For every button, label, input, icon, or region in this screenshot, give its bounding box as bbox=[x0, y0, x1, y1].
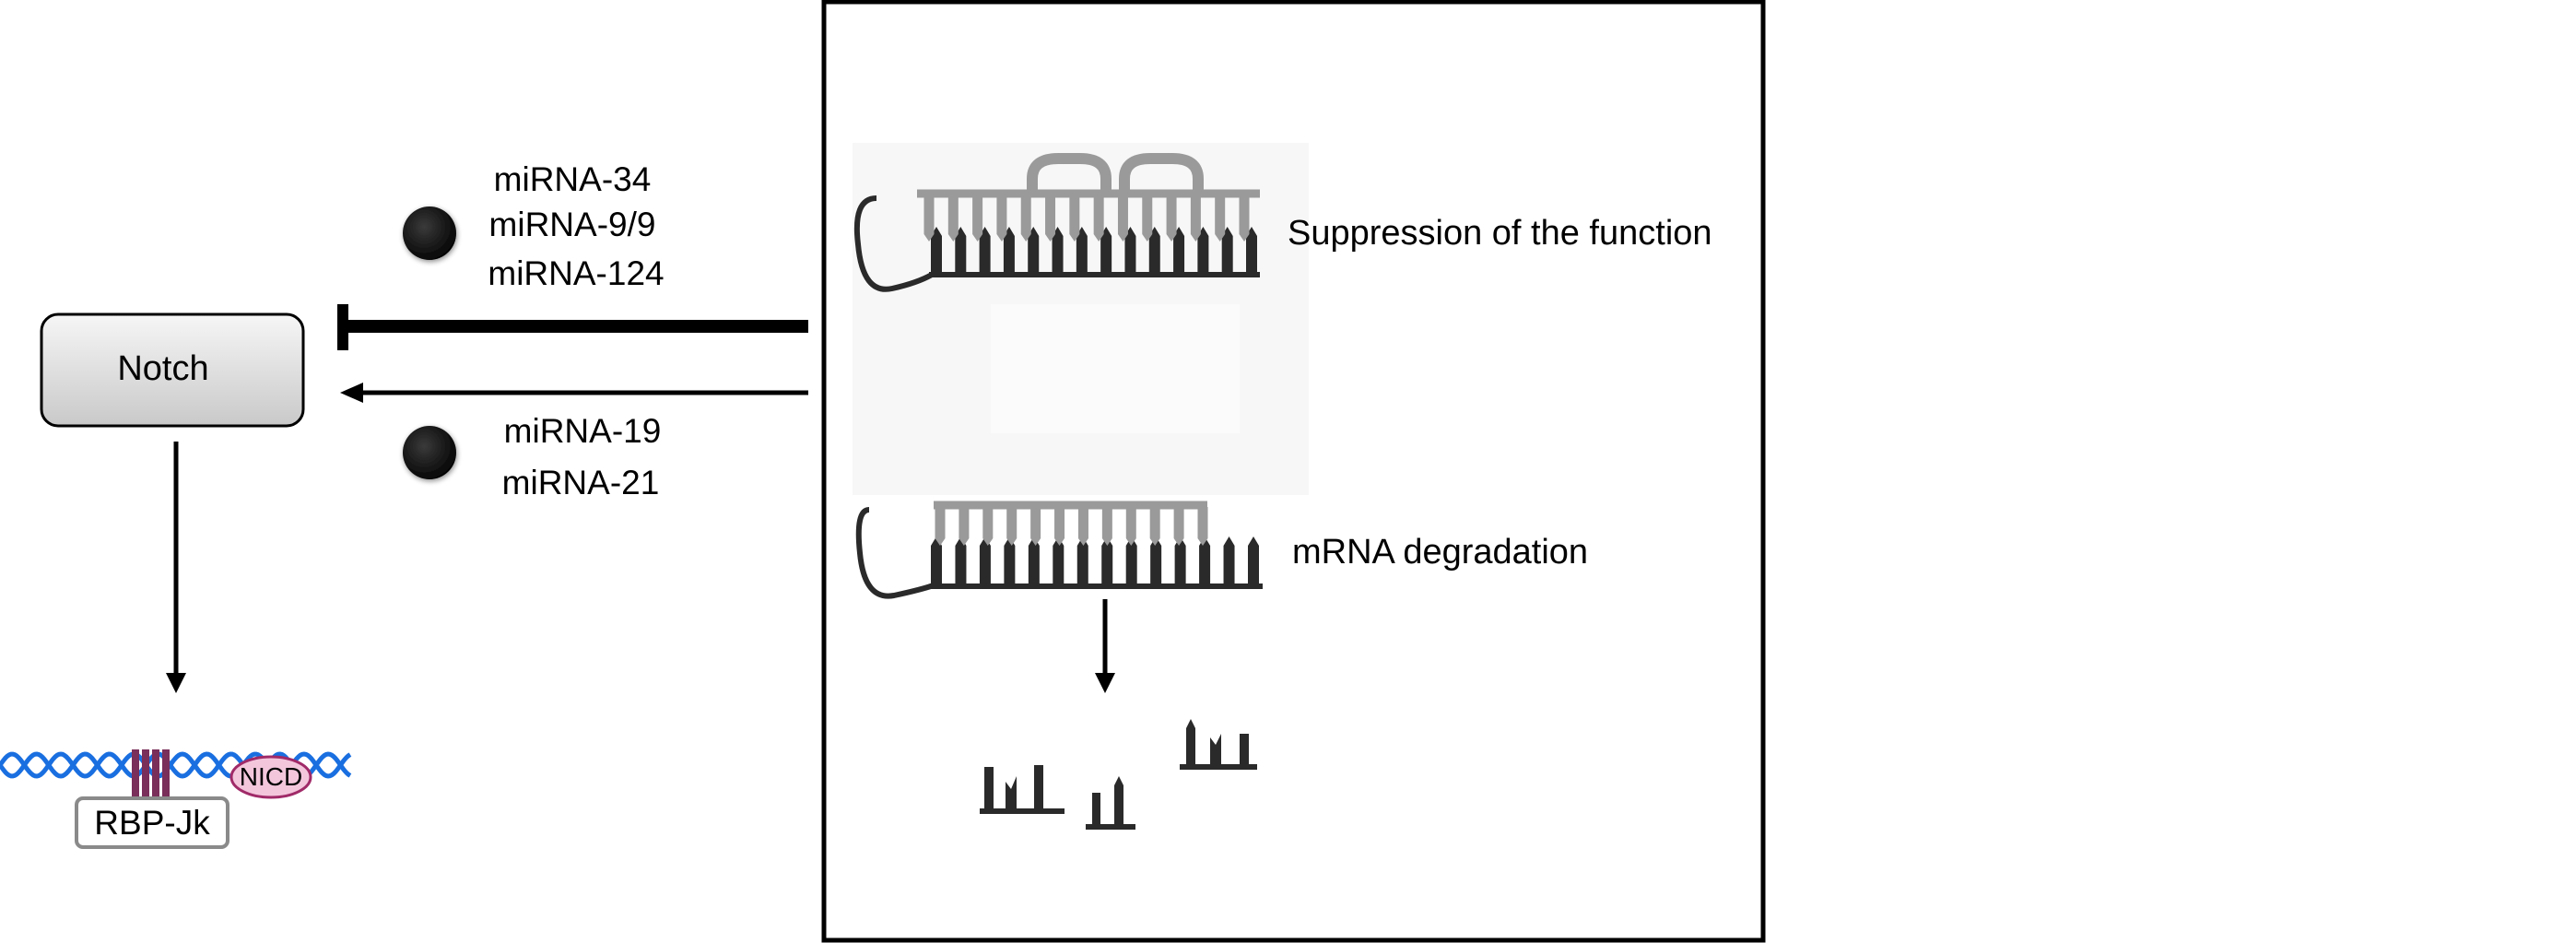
mrna-base bbox=[955, 536, 967, 586]
mirna-base bbox=[1006, 507, 1017, 546]
mirna-34-label: miRNA-34 bbox=[494, 160, 652, 198]
mrna-fragment-left bbox=[980, 765, 1065, 814]
mirna-base bbox=[1149, 507, 1160, 546]
degradation-diagram bbox=[855, 501, 1263, 599]
mrna-base bbox=[1076, 536, 1088, 586]
notch-box bbox=[40, 312, 305, 428]
mirna-base bbox=[1125, 507, 1136, 546]
mrna-base bbox=[1223, 536, 1235, 586]
mrna-base bbox=[1052, 227, 1064, 275]
mirna-19-label: miRNA-19 bbox=[504, 412, 662, 450]
mrna-base bbox=[1053, 536, 1065, 586]
mrna-base bbox=[1028, 227, 1040, 275]
mirna-base bbox=[996, 195, 1007, 242]
degradation-mrna-tail bbox=[855, 507, 935, 599]
mirna-base bbox=[1190, 195, 1201, 242]
degradation-mrna-bases bbox=[931, 536, 1259, 586]
mirna-base bbox=[1045, 195, 1056, 242]
degradation-label: mRNA degradation bbox=[1292, 533, 1588, 572]
mrna-base bbox=[931, 227, 942, 275]
degradation-mirna-bases bbox=[935, 507, 1208, 546]
mirna-base bbox=[1239, 195, 1250, 242]
mirna-base bbox=[1069, 195, 1080, 242]
mrna-base bbox=[1150, 536, 1162, 586]
mrna-base bbox=[1125, 536, 1137, 586]
activation-group: miRNA-19 miRNA-21 bbox=[340, 383, 808, 501]
inhibition-group: miRNA-34 miRNA-9/9 miRNA-124 bbox=[337, 160, 808, 350]
mirna-base bbox=[959, 507, 970, 546]
mirna-base bbox=[1093, 195, 1104, 242]
mirna-base bbox=[935, 507, 946, 546]
mirna-base bbox=[1117, 195, 1128, 242]
mirna-base bbox=[1077, 507, 1088, 546]
degradation-arrow bbox=[1095, 599, 1115, 693]
mrna-fragment-right bbox=[1180, 719, 1257, 770]
mrna-base bbox=[1003, 227, 1015, 275]
notch-node: Notch bbox=[40, 312, 305, 428]
mrna-base bbox=[955, 227, 967, 275]
mirna-base bbox=[947, 195, 959, 242]
suppression-bulge-left bbox=[1027, 153, 1112, 190]
mrna-base bbox=[1100, 227, 1112, 275]
notch-label: Notch bbox=[117, 349, 208, 388]
mirna-base bbox=[1020, 195, 1031, 242]
mirna-21-label: miRNA-21 bbox=[502, 464, 660, 501]
mrna-fragment-middle bbox=[1086, 776, 1135, 830]
mirna-9-label: miRNA-9/9 bbox=[489, 206, 656, 243]
mrna-base bbox=[979, 536, 991, 586]
suppression-label: Suppression of the function bbox=[1288, 214, 1712, 253]
mrna-base bbox=[1197, 227, 1209, 275]
notch-down-arrow bbox=[166, 442, 186, 693]
mrna-base bbox=[1076, 227, 1088, 275]
mirna-base bbox=[1215, 195, 1226, 242]
mirna-base bbox=[982, 507, 994, 546]
inhibition-dot bbox=[403, 206, 456, 260]
rbp-jk-box bbox=[75, 796, 229, 849]
mrna-base bbox=[979, 227, 991, 275]
mirna-base bbox=[1173, 507, 1184, 546]
mirna-base bbox=[1197, 507, 1208, 546]
mrna-base bbox=[1248, 536, 1259, 586]
mrna-base bbox=[1174, 536, 1186, 586]
mirna-base bbox=[1030, 507, 1041, 546]
mrna-base bbox=[1124, 227, 1136, 275]
mirna-base bbox=[972, 195, 983, 242]
mrna-base bbox=[1004, 536, 1016, 586]
mirna-base bbox=[1054, 507, 1065, 546]
mirna-base bbox=[1101, 507, 1112, 546]
nicd-label: NICD bbox=[240, 762, 302, 791]
mrna-base bbox=[1101, 536, 1113, 586]
mrna-base bbox=[1221, 227, 1233, 275]
nicd-ellipse bbox=[229, 755, 312, 799]
mirna-base bbox=[1166, 195, 1177, 242]
activation-arrow bbox=[340, 383, 808, 403]
inhibition-arrow bbox=[337, 304, 808, 350]
suppression-mrna-bases bbox=[931, 227, 1257, 275]
dna-complex: NICD RBP-Jk bbox=[0, 749, 352, 849]
mechanism-panel: Suppression of the function mRNA degrada… bbox=[821, 0, 1766, 943]
suppression-diagram bbox=[853, 153, 1260, 292]
rbp-jk-label: RBP-Jk bbox=[94, 804, 210, 842]
mirna-124-label: miRNA-124 bbox=[488, 254, 664, 292]
activation-dot bbox=[403, 426, 456, 479]
mrna-base bbox=[1173, 227, 1185, 275]
mirna-base bbox=[1142, 195, 1153, 242]
suppression-mrna-tail bbox=[853, 195, 934, 292]
mirna-base bbox=[923, 195, 935, 242]
suppression-mirna-bases bbox=[923, 195, 1250, 242]
mrna-base bbox=[1148, 227, 1160, 275]
mrna-base bbox=[1199, 536, 1211, 586]
mrna-base bbox=[1246, 227, 1257, 275]
binding-bars bbox=[132, 749, 170, 797]
mrna-base bbox=[1028, 536, 1040, 586]
mrna-base bbox=[931, 536, 942, 586]
suppression-bulge-right bbox=[1119, 153, 1204, 190]
